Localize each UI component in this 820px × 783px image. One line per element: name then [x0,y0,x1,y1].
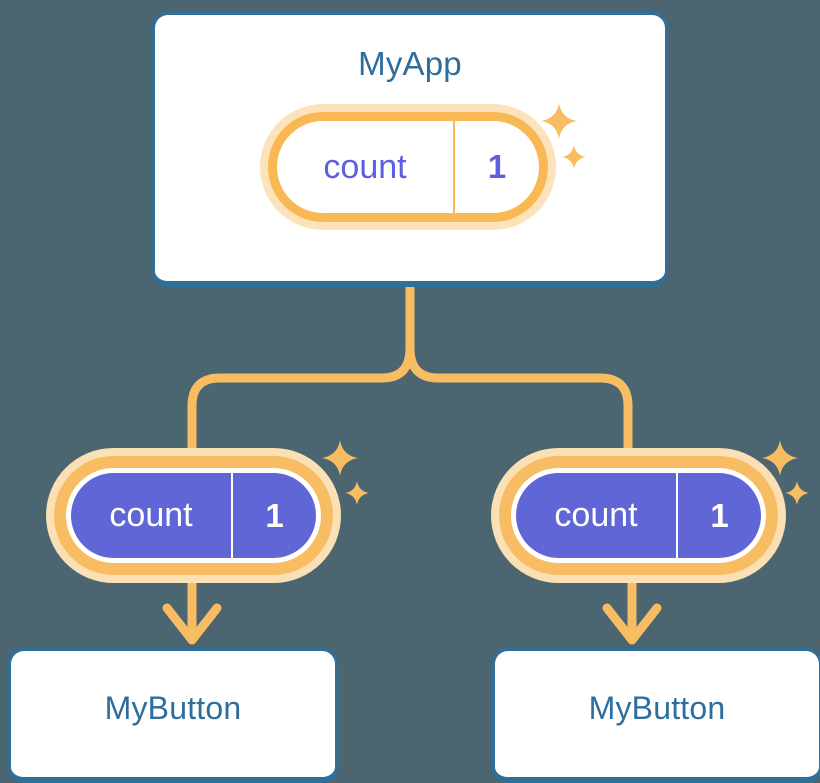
component-card-mybutton-right[interactable]: MyButton [492,648,820,783]
state-pill-divider [453,121,455,213]
component-title: MyButton [104,689,242,726]
state-pill-child-left[interactable]: count 1 [66,468,321,563]
sparkle-four-point-star-icon [322,440,358,476]
state-key-label: count [323,147,407,186]
page-title: MyApp [358,45,462,82]
state-key-label: count [554,496,638,534]
state-key-label: count [109,496,193,534]
state-pill-body: count 1 [268,112,548,222]
component-card-mybutton-left[interactable]: MyButton [8,648,338,783]
state-value-label: 1 [710,496,729,534]
connector-branch-right [405,343,633,475]
sparkle-four-point-star-small-icon [345,481,369,505]
state-pill-body: count 1 [511,468,766,563]
arrow-right-head [602,603,662,645]
state-pill-body: count 1 [66,468,321,563]
state-pill-child-right[interactable]: count 1 [511,468,766,563]
state-pill-myapp[interactable]: count 1 [268,112,548,222]
state-pill-divider [676,473,678,558]
sparkle-four-point-star-icon [762,440,798,476]
component-title: MyButton [588,689,726,726]
state-pill-divider [231,473,233,558]
state-value-label: 1 [487,148,507,185]
connector-branch-left [187,343,415,475]
arrow-left-head [162,603,222,645]
sparkle-four-point-star-small-icon [785,481,809,505]
state-value-label: 1 [265,496,284,534]
